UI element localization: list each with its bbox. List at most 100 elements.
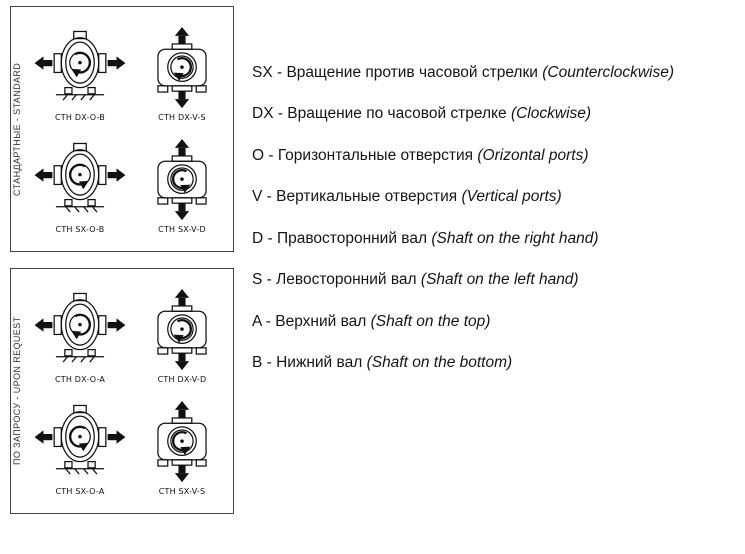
legend-text: O - Горизонтальные отверстия: [252, 146, 474, 164]
legend-item-sx: SX - Вращение против часовой стрелки (Co…: [252, 62, 738, 84]
foot: [157, 346, 169, 355]
shaft-center: [78, 322, 82, 327]
standard-group-label: СТАНДАРТНЫЕ - STANDARD: [12, 62, 22, 196]
pump-casing: [60, 149, 100, 201]
standard-group-box: СТАНДАРТНЫЕ - STANDARD: [10, 6, 234, 252]
rotation-arrow-icon: [173, 56, 192, 81]
vertical-ports-drawing: [157, 288, 207, 370]
bottom-flow-arrow-icon: [174, 98, 190, 108]
top-cap: [73, 30, 87, 39]
pump-diagram: [34, 30, 126, 101]
standard-pump-grid: CTH DX-O-B: [29, 7, 233, 251]
pump-diagram: [157, 139, 207, 221]
upon-request-group-label: ПО ЗАПРОСУ - UPON REQUEST: [12, 316, 22, 466]
legend-text: S - Левосторонний вал: [252, 271, 417, 289]
top-port-flange: [171, 304, 193, 312]
pump-caption: CTH SX-V-S: [158, 487, 206, 497]
pump-caption: CTH SX-O-B: [55, 225, 105, 235]
legend-text: A - Верхний вал: [252, 312, 367, 330]
horizontal-ports-drawing: [34, 292, 126, 363]
horizontal-ports-drawing: [34, 405, 126, 475]
vertical-ports-drawing: [157, 26, 207, 108]
pump-figure: CTH DX-O-B: [31, 24, 129, 122]
vertical-ports-drawing: [157, 139, 207, 221]
rotation-arrow-icon: [172, 169, 191, 194]
foot: [87, 199, 96, 207]
top-flow-arrow-icon: [174, 288, 190, 298]
legend-item-b: B - Нижний вал (Shaft on the bottom): [252, 352, 738, 374]
horizontal-ports-drawing: [34, 30, 126, 101]
legend-translation: (Shaft on the bottom): [366, 354, 513, 372]
right-flow-arrow-icon: [34, 430, 44, 445]
right-port-flange: [53, 165, 62, 186]
pump-casing: [60, 411, 100, 463]
foot: [157, 84, 169, 93]
foot: [64, 461, 73, 469]
upon-request-pump-grid: CTH DX-O-A: [29, 269, 233, 513]
right-flow-arrow-icon: [116, 318, 126, 332]
right-flow-arrow-icon: [116, 56, 126, 70]
foot: [157, 459, 169, 467]
bottom-port-flange: [171, 197, 193, 205]
foot: [87, 461, 96, 469]
shaft-center: [180, 326, 184, 331]
pump-figure: CTH DX-V-D: [133, 286, 231, 384]
pump-diagram: [34, 143, 126, 213]
shaft-center: [180, 64, 184, 69]
legend-text: D - Правосторонний вал: [252, 229, 428, 247]
legend-item-d: D - Правосторонний вал (Shaft on the rig…: [252, 228, 738, 250]
pump-figure: CTH SX-O-A: [31, 398, 129, 496]
pump-diagram: [34, 405, 126, 475]
right-port-flange: [98, 314, 107, 335]
foot: [195, 197, 207, 205]
pump-figure: CTH SX-V-D: [133, 136, 231, 234]
right-flow-arrow-icon: [34, 168, 44, 183]
rotation-arrow-icon: [69, 426, 89, 452]
pump-figure: CTH SX-O-B: [31, 136, 129, 234]
left-port-flange: [53, 52, 62, 73]
legend-item-dx: DX - Вращение по часовой стрелке (Clockw…: [252, 103, 738, 125]
pump-figure: CTH DX-O-A: [31, 286, 129, 384]
bottom-flow-arrow-icon: [174, 360, 190, 370]
legend-text: SX - Вращение против часовой стрелки: [252, 64, 538, 81]
diagrams-column: СТАНДАРТНЫЕ - STANDARD: [10, 6, 234, 530]
legend-item-v: V - Вертикальные отверстия (Vertical por…: [252, 186, 738, 208]
rotation-arrow-icon: [172, 431, 191, 456]
legend-item-o: O - Горизонтальные отверстия (Orizontal …: [252, 145, 738, 167]
rotation-arrow-icon: [71, 313, 91, 339]
upon-request-group-box: ПО ЗАПРОСУ - UPON REQUEST: [10, 268, 234, 514]
vertical-ports-drawing: [157, 401, 207, 483]
foot: [195, 346, 207, 355]
top-cap: [73, 143, 87, 152]
bottom-port-flange: [171, 346, 193, 354]
legend: SX - Вращение против часовой стрелки (Co…: [252, 62, 738, 394]
pump-caption: CTH DX-V-S: [158, 112, 206, 122]
legend-translation: (Shaft on the top): [370, 312, 491, 330]
foot: [195, 459, 207, 467]
left-port-flange: [98, 427, 107, 448]
legend-item-s: S - Левосторонний вал (Shaft on the left…: [252, 269, 738, 291]
bottom-port-flange: [171, 84, 193, 92]
pump-diagram: [157, 288, 207, 370]
left-flow-arrow-icon: [116, 430, 126, 445]
shaft-center: [180, 439, 184, 444]
pump-casing: [60, 36, 100, 88]
legend-text: DX - Вращение по часовой стрелке: [252, 105, 507, 123]
top-port-flange: [171, 417, 193, 425]
left-port-flange: [53, 314, 62, 335]
foot: [64, 348, 73, 357]
shaft-center: [78, 60, 82, 65]
rotation-arrow-icon: [69, 164, 89, 190]
pump-caption: CTH DX-V-D: [157, 374, 207, 384]
left-flow-arrow-icon: [34, 56, 44, 70]
pump-caption: CTH SX-V-D: [158, 225, 206, 235]
foot: [64, 86, 73, 95]
bottom-flow-arrow-icon: [174, 211, 190, 221]
pump-figure: CTH SX-V-S: [133, 398, 231, 496]
shaft-center: [78, 435, 82, 439]
foot: [157, 197, 169, 205]
legend-translation: (Counterclockwise): [542, 64, 675, 81]
bottom-flow-arrow-icon: [174, 473, 190, 483]
top-cap: [73, 292, 87, 301]
